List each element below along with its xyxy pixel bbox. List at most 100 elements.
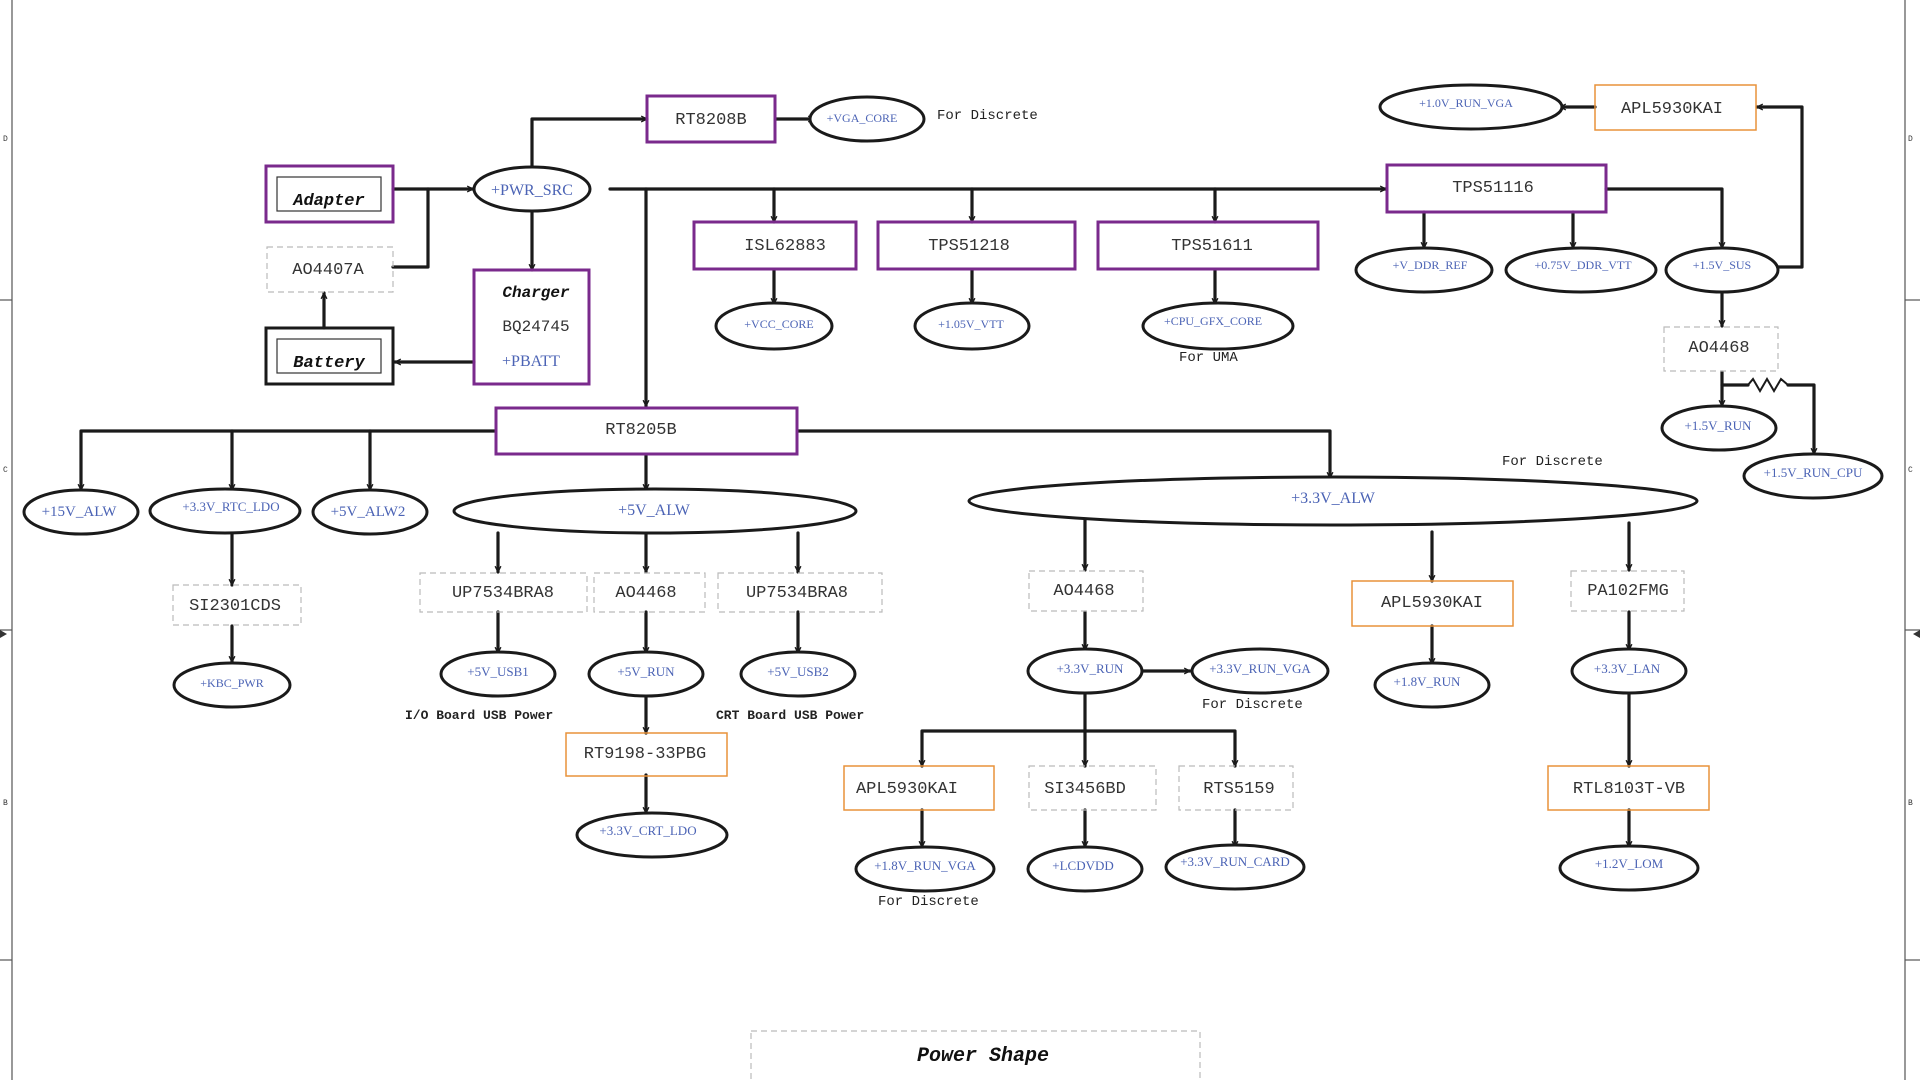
apl5930kai-top-label: APL5930KAI bbox=[1621, 100, 1723, 119]
up7534bra8-a-box: UP7534BRA8 bbox=[419, 572, 588, 613]
ao4468-sus-box: AO4468 bbox=[1663, 326, 1779, 372]
vcc-core-label: +VCC_CORE bbox=[744, 317, 813, 331]
tps51611-label: TPS51611 bbox=[1171, 237, 1253, 256]
si3456bd-label: SI3456BD bbox=[1044, 780, 1126, 799]
frame-mark-left-c: C bbox=[3, 466, 8, 475]
apl5930kai-mid-box: APL5930KAI bbox=[1351, 580, 1514, 627]
v-ddr-ref-rail: +V_DDR_REF bbox=[1354, 246, 1494, 294]
v15-alw-rail: +15V_ALW bbox=[22, 488, 140, 536]
ao4468-5v-label: AO4468 bbox=[615, 584, 676, 603]
charger-part: BQ24745 bbox=[502, 318, 569, 336]
v33-lan-rail: +3.3V_LAN bbox=[1570, 647, 1688, 695]
v12-lom-rail: +1.2V_LOM bbox=[1558, 844, 1700, 892]
pwr-src-label: +PWR_SRC bbox=[491, 182, 573, 199]
v5-run-label: +5V_RUN bbox=[617, 664, 675, 679]
note-for-discrete-vga: For Discrete bbox=[937, 108, 1038, 124]
v5-alw2-rail: +5V_ALW2 bbox=[311, 488, 429, 536]
rt8205b-label: RT8205B bbox=[605, 421, 676, 440]
v15-run-label: +1.5V_RUN bbox=[1685, 418, 1753, 433]
v15-sus-rail: +1.5V_SUS bbox=[1664, 246, 1780, 294]
note-for-uma: For UMA bbox=[1179, 350, 1238, 366]
v10-run-vga-rail: +1.0V_RUN_VGA bbox=[1378, 83, 1564, 131]
v33-alw-rail: +3.3V_ALW bbox=[967, 475, 1699, 527]
v10-run-vga-label: +1.0V_RUN_VGA bbox=[1419, 96, 1513, 110]
pa102fmg-box: PA102FMG bbox=[1570, 570, 1685, 612]
kbc-pwr-label: +KBC_PWR bbox=[200, 676, 263, 690]
rt9198-label: RT9198-33PBG bbox=[584, 745, 706, 764]
v33-alw-label: +3.3V_ALW bbox=[1291, 490, 1376, 507]
rt8208b-label: RT8208B bbox=[675, 111, 746, 130]
frame-mark-left-d: D bbox=[3, 135, 8, 144]
pwr-src-rail: +PWR_SRC bbox=[472, 165, 592, 213]
v5-alw2-label: +5V_ALW2 bbox=[331, 504, 406, 520]
v-ddr-ref-label: +V_DDR_REF bbox=[1393, 258, 1468, 272]
battery-label: Battery bbox=[293, 354, 365, 373]
v33-lan-label: +3.3V_LAN bbox=[1594, 661, 1661, 676]
apl5930kai-top-box: APL5930KAI bbox=[1594, 84, 1757, 131]
pa102fmg-label: PA102FMG bbox=[1587, 582, 1669, 601]
v15-alw-label: +15V_ALW bbox=[42, 504, 118, 520]
lcdvdd-rail: +LCDVDD bbox=[1026, 845, 1144, 893]
isl62883-box: ISL62883 bbox=[692, 220, 858, 271]
v33-run-vga-label: +3.3V_RUN_VGA bbox=[1209, 661, 1311, 676]
ao4468-33-label: AO4468 bbox=[1053, 582, 1114, 601]
lcdvdd-label: +LCDVDD bbox=[1052, 858, 1114, 873]
kbc-pwr-rail: +KBC_PWR bbox=[172, 661, 292, 709]
isl62883-label: ISL62883 bbox=[744, 237, 826, 256]
v15-run-rail: +1.5V_RUN bbox=[1660, 404, 1778, 452]
v5-run-rail: +5V_RUN bbox=[587, 650, 705, 698]
ao4407a-box: AO4407A bbox=[266, 246, 394, 293]
rtl8103t-box: RTL8103T-VB bbox=[1547, 765, 1710, 811]
v5-usb2-label: +5V_USB2 bbox=[767, 664, 829, 679]
tps51611-box: TPS51611 bbox=[1096, 220, 1320, 271]
up7534bra8-b-label: UP7534BRA8 bbox=[746, 584, 848, 603]
v33-run-vga-rail: +3.3V_RUN_VGA bbox=[1190, 647, 1330, 695]
v105-vtt-rail: +1.05V_VTT bbox=[913, 301, 1031, 351]
charger-box: Charger BQ24745 +PBATT bbox=[472, 268, 591, 386]
rts5159-box: RTS5159 bbox=[1178, 765, 1294, 811]
note-for-discrete-run-vga: For Discrete bbox=[1202, 697, 1303, 713]
up7534bra8-a-label: UP7534BRA8 bbox=[452, 584, 554, 603]
up7534bra8-b-box: UP7534BRA8 bbox=[717, 572, 883, 613]
v33-rtc-ldo-rail: +3.3V_RTC_LDO bbox=[148, 487, 302, 535]
v5-alw-label: +5V_ALW bbox=[618, 502, 691, 519]
rt8208b-box: RT8208B bbox=[645, 94, 777, 144]
rt8205b-box: RT8205B bbox=[494, 406, 799, 456]
battery-box: Battery bbox=[264, 326, 395, 386]
page-title: Power Shape bbox=[917, 1045, 1049, 1068]
tps51218-box: TPS51218 bbox=[876, 220, 1077, 271]
frame-mark-right-b: B bbox=[1908, 799, 1913, 808]
vga-core-rail: +VGA_CORE bbox=[808, 95, 926, 143]
adapter-label: Adapter bbox=[292, 192, 364, 211]
note-crt-board-usb: CRT Board USB Power bbox=[716, 708, 864, 723]
ao4407a-label: AO4407A bbox=[292, 261, 364, 280]
v18-run-vga-rail: +1.8V_RUN_VGA bbox=[854, 845, 996, 893]
v12-lom-label: +1.2V_LOM bbox=[1595, 856, 1664, 871]
v5-usb2-rail: +5V_USB2 bbox=[739, 650, 857, 698]
vga-core-label: +VGA_CORE bbox=[827, 111, 898, 125]
frame-mark-left-b: B bbox=[3, 799, 8, 808]
title-block: Power Shape bbox=[750, 1030, 1201, 1080]
si2301cds-label: SI2301CDS bbox=[189, 597, 281, 616]
v15-run-cpu-label: +1.5V_RUN_CPU bbox=[1764, 465, 1863, 480]
si2301cds-box: SI2301CDS bbox=[172, 584, 302, 626]
frame-mark-right-c: C bbox=[1908, 466, 1913, 475]
frame-mark-right-d: D bbox=[1908, 135, 1913, 144]
ao4468-5v-box: AO4468 bbox=[593, 572, 706, 613]
ao4468-33-box: AO4468 bbox=[1028, 570, 1144, 612]
v105-vtt-label: +1.05V_VTT bbox=[938, 317, 1004, 331]
v18-run-vga-label: +1.8V_RUN_VGA bbox=[874, 858, 976, 873]
vcc-core-rail: +VCC_CORE bbox=[714, 301, 834, 351]
v33-crt-ldo-rail: +3.3V_CRT_LDO bbox=[575, 811, 729, 859]
si3456bd-box: SI3456BD bbox=[1028, 765, 1157, 811]
note-io-board-usb: I/O Board USB Power bbox=[405, 708, 553, 723]
v33-rtc-ldo-label: +3.3V_RTC_LDO bbox=[182, 499, 279, 514]
v075-ddr-vtt-label: +0.75V_DDR_VTT bbox=[1534, 258, 1632, 272]
v5-alw-rail: +5V_ALW bbox=[452, 487, 858, 535]
apl5930kai-low-box: APL5930KAI bbox=[843, 765, 995, 811]
charger-title: Charger bbox=[502, 284, 570, 302]
v33-run-card-label: +3.3V_RUN_CARD bbox=[1180, 854, 1290, 869]
v075-ddr-vtt-rail: +0.75V_DDR_VTT bbox=[1504, 246, 1658, 294]
tps51116-label: TPS51116 bbox=[1452, 179, 1534, 198]
